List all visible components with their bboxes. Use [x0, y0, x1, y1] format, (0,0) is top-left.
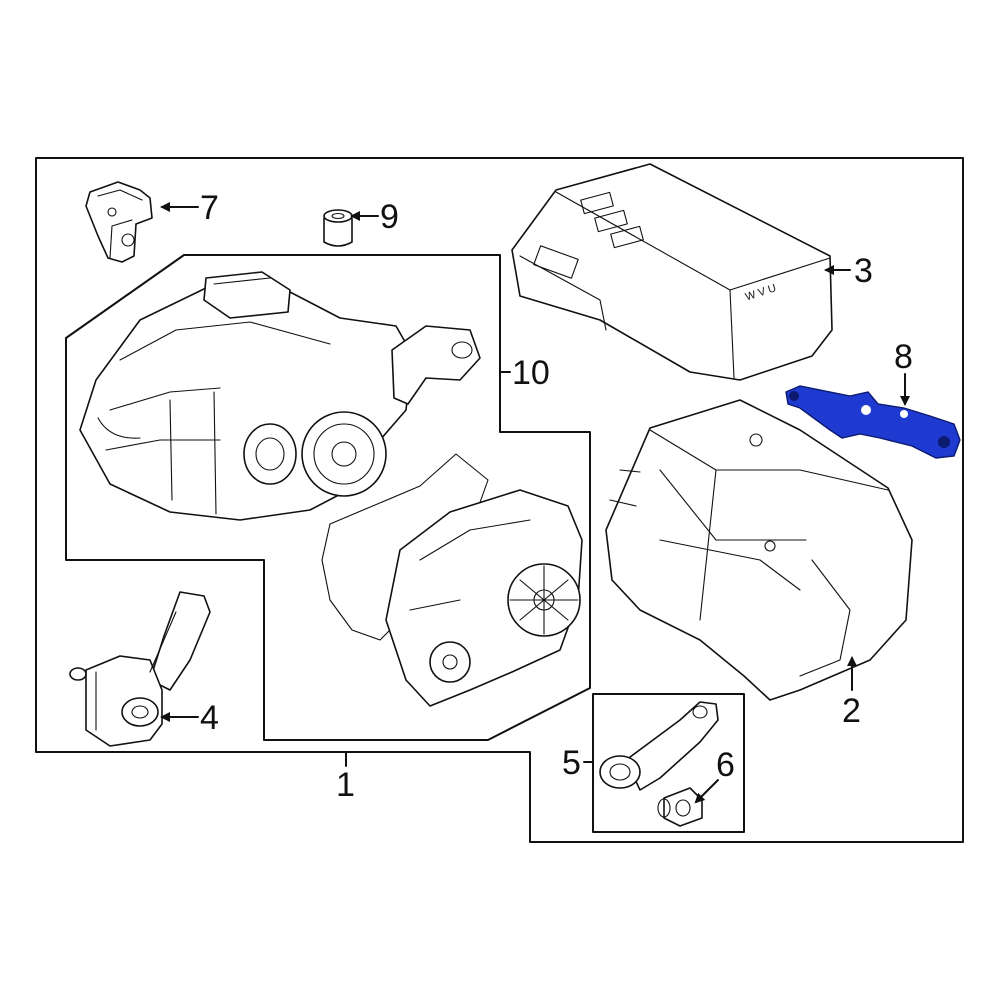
callout-2: 2 — [842, 692, 861, 730]
bushing-part-6[interactable] — [657, 787, 703, 827]
mount-part-4[interactable] — [69, 591, 211, 747]
bracket-part-7[interactable] — [85, 181, 153, 263]
motor-housing-part-2[interactable] — [605, 399, 913, 701]
callout-4: 4 — [200, 699, 219, 737]
bushing-part-9[interactable] — [323, 209, 353, 247]
torque-rod-part-5[interactable] — [599, 701, 719, 791]
callout-7: 7 — [200, 189, 219, 227]
bracket-part-8[interactable] — [785, 385, 961, 459]
callout-6: 6 — [716, 746, 735, 784]
drive-unit-part-10[interactable] — [79, 271, 481, 521]
highlighted-bracket-shape — [785, 385, 961, 459]
callout-3: 3 — [854, 252, 873, 290]
assembly-boundary — [35, 157, 964, 843]
callout-5: 5 — [562, 744, 581, 782]
callout-8: 8 — [894, 338, 913, 376]
callout-1: 1 — [336, 766, 355, 804]
callout-10: 10 — [512, 354, 550, 392]
gear-case-cover[interactable] — [385, 489, 583, 707]
callout-9: 9 — [380, 198, 399, 236]
inverter-part-3[interactable]: W V U — [511, 163, 833, 381]
leader-6 — [694, 779, 719, 804]
